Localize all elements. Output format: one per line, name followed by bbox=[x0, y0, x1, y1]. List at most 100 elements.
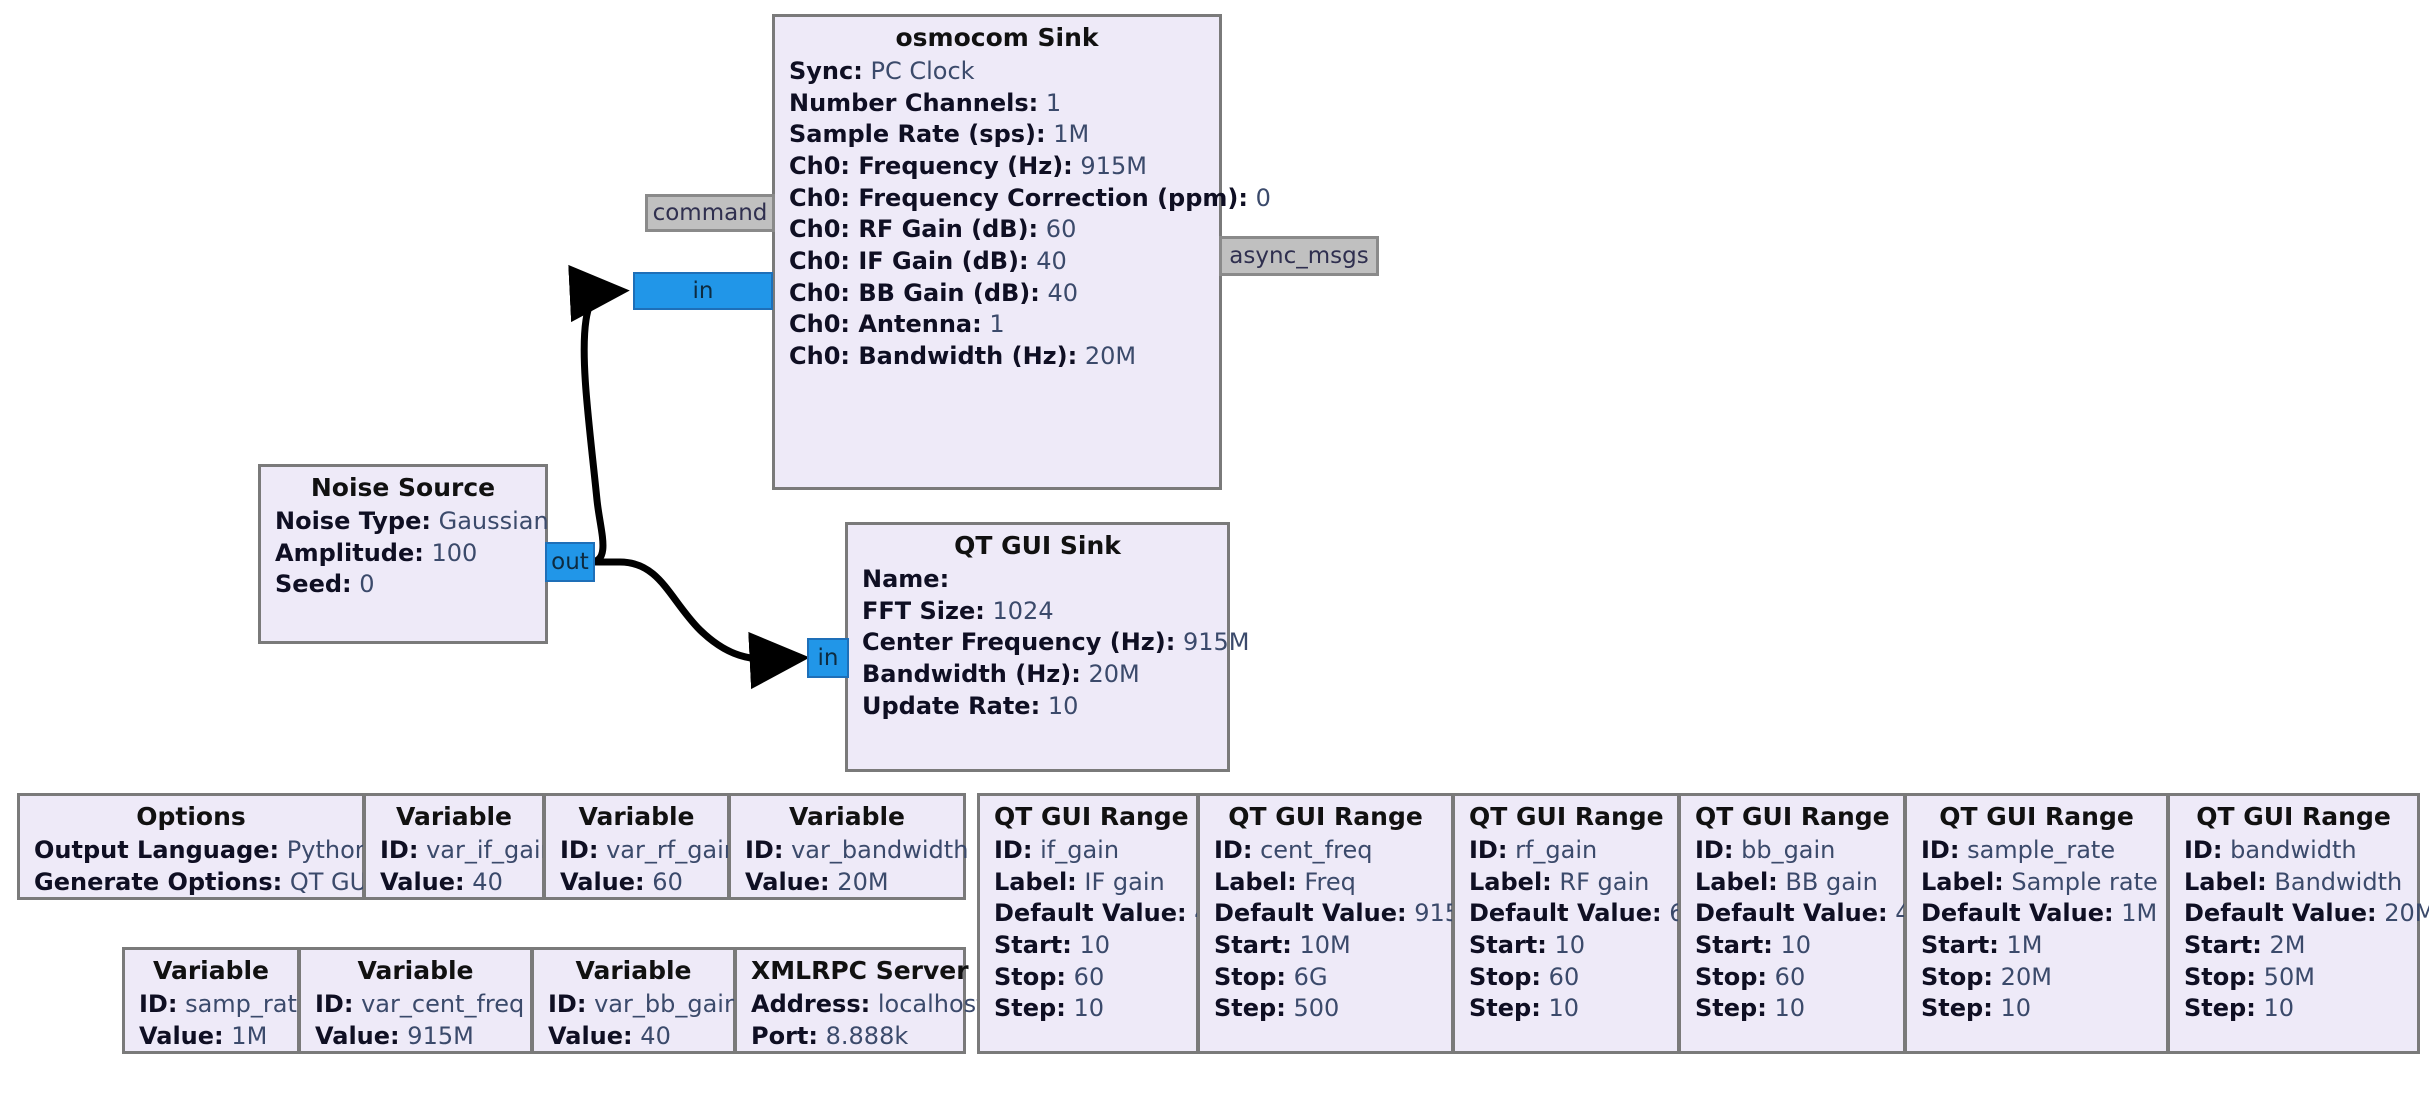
prop-sync: Sync: PC Clock bbox=[789, 56, 1205, 88]
block-qt-gui-range-rf-gain[interactable]: QT GUI Range ID: rf_gain Label: RF gain … bbox=[1452, 793, 1700, 1054]
prop-key: Ch0: IF Gain (dB): bbox=[789, 247, 1029, 276]
prop-key: Start: bbox=[1214, 931, 1292, 960]
block-variable-var-bandwidth[interactable]: Variable ID: var_bandwidth Value: 20M bbox=[728, 793, 968, 900]
prop-value: localhost bbox=[877, 990, 986, 1018]
prop-value: Value: 20M bbox=[745, 867, 949, 899]
prop-value: RF gain bbox=[1559, 867, 1650, 896]
prop-id: ID: var_rf_gain bbox=[560, 835, 739, 867]
prop-value: var_cent_freq bbox=[361, 990, 525, 1018]
prop-key: Amplitude: bbox=[275, 538, 424, 567]
prop-value: var_bandwidth bbox=[791, 836, 969, 864]
prop-key: FFT Size: bbox=[862, 596, 985, 625]
block-noise-source[interactable]: Noise Source Noise Type: Gaussian Amplit… bbox=[258, 464, 549, 644]
prop-key: Value: bbox=[560, 867, 645, 896]
prop-key: Output Language: bbox=[34, 836, 280, 864]
prop-output-language: Output Language: Python bbox=[34, 835, 370, 867]
prop-value: 10 bbox=[1079, 931, 1111, 960]
prop-step: Step: 10 bbox=[994, 993, 1182, 1025]
prop-value: 1M bbox=[2006, 931, 2043, 960]
prop-stop: Stop: 60 bbox=[994, 962, 1182, 994]
block-qt-gui-range-sample-rate[interactable]: QT GUI Range ID: sample_rate Label: Samp… bbox=[1904, 793, 2169, 1054]
port-osmocom-command[interactable]: command bbox=[645, 194, 775, 232]
port-qtguisink-in[interactable]: in bbox=[807, 638, 849, 678]
prop-value: 915M bbox=[1080, 152, 1147, 181]
prop-key: Stop: bbox=[1469, 962, 1542, 991]
block-options[interactable]: Options Output Language: Python Generate… bbox=[17, 793, 374, 900]
prop-value: sample_rate bbox=[1967, 836, 2116, 864]
prop-id: ID: var_bandwidth bbox=[745, 835, 968, 867]
prop-value: 60 bbox=[1045, 215, 1077, 244]
prop-stop: Stop: 20M bbox=[1921, 962, 2152, 994]
prop-key: Step: bbox=[1214, 994, 1286, 1023]
prop-value: 1M bbox=[231, 1021, 268, 1050]
prop-step: Step: 10 bbox=[1695, 993, 1889, 1025]
prop-key: ID: bbox=[380, 836, 419, 864]
prop-key: Step: bbox=[1469, 994, 1541, 1023]
prop-value: 40 bbox=[1047, 278, 1079, 307]
block-xmlrpc-server[interactable]: XMLRPC Server Address: localhost Port: 8… bbox=[734, 947, 986, 1054]
prop-value: rf_gain bbox=[1515, 836, 1598, 864]
prop-key: Step: bbox=[1695, 994, 1767, 1023]
block-qt-gui-range-if-gain[interactable]: QT GUI Range ID: if_gain Label: IF gain … bbox=[977, 793, 1225, 1054]
prop-label: Label: Sample rate bbox=[1921, 867, 2158, 899]
prop-id: ID: sample_rate bbox=[1921, 835, 2152, 867]
block-qt-gui-range-bandwidth[interactable]: QT GUI Range ID: bandwidth Label: Bandwi… bbox=[2167, 793, 2429, 1054]
block-variable-var-rf-gain[interactable]: Variable ID: var_rf_gain Value: 60 bbox=[543, 793, 739, 900]
port-osmocom-async-msgs[interactable]: async_msgs bbox=[1219, 236, 1379, 276]
port-noise-out[interactable]: out bbox=[545, 542, 595, 582]
prop-value: Bandwidth bbox=[2274, 867, 2403, 896]
prop-key: Start: bbox=[994, 931, 1072, 960]
prop-key: Value: bbox=[380, 867, 465, 896]
prop-step: Step: 10 bbox=[1921, 993, 2152, 1025]
block-qt-gui-range-cent-freq[interactable]: QT GUI Range ID: cent_freq Label: Freq D… bbox=[1197, 793, 1481, 1054]
prop-value: 20M bbox=[837, 867, 889, 896]
prop-key: Label: bbox=[2184, 867, 2267, 896]
prop-value: 1 bbox=[989, 310, 1005, 339]
prop-step: Step: 10 bbox=[2184, 993, 2403, 1025]
prop-value: 60 bbox=[1774, 962, 1806, 991]
prop-ch0-if-gain: Ch0: IF Gain (dB): 40 bbox=[789, 246, 1205, 278]
prop-value: 10 bbox=[1780, 931, 1812, 960]
prop-key: Ch0: BB Gain (dB): bbox=[789, 278, 1040, 307]
prop-key: Ch0: Frequency (Hz): bbox=[789, 152, 1073, 181]
prop-default-value: Default Value: 40 bbox=[994, 898, 1225, 930]
prop-value: 10 bbox=[2000, 994, 2031, 1023]
block-qt-gui-sink[interactable]: QT GUI Sink Name: FFT Size: 1024 Center … bbox=[845, 522, 1250, 772]
prop-id: ID: samp_rate bbox=[139, 989, 312, 1021]
prop-key: Update Rate: bbox=[862, 691, 1041, 720]
prop-key: Bandwidth (Hz): bbox=[862, 660, 1081, 689]
prop-value: QT GUI bbox=[289, 867, 375, 896]
port-osmocom-in[interactable]: in bbox=[633, 272, 773, 310]
prop-update-rate: Update Rate: 10 bbox=[862, 691, 1213, 723]
block-variable-var-cent-freq[interactable]: Variable ID: var_cent_freq Value: 915M bbox=[298, 947, 533, 1054]
block-variable-var-bb-gain[interactable]: Variable ID: var_bb_gain Value: 40 bbox=[531, 947, 739, 1054]
prop-value: cent_freq bbox=[1260, 836, 1373, 864]
prop-default-value: Default Value: 40 bbox=[1695, 898, 1926, 930]
block-variable-samp-rate[interactable]: Variable ID: samp_rate Value: 1M bbox=[122, 947, 312, 1054]
prop-key: Generate Options: bbox=[34, 867, 283, 896]
prop-value: 0 bbox=[1255, 183, 1271, 212]
prop-noise-type: Noise Type: Gaussian bbox=[275, 506, 549, 538]
prop-key: ID: bbox=[560, 836, 599, 864]
prop-value: 40 bbox=[472, 867, 503, 896]
block-osmocom-sink[interactable]: osmocom Sink Sync: PC Clock Number Chann… bbox=[772, 14, 1271, 490]
prop-value: Freq bbox=[1304, 867, 1356, 896]
prop-value: var_rf_gain bbox=[606, 836, 740, 864]
prop-key: Seed: bbox=[275, 570, 352, 599]
prop-key: Sample Rate (sps): bbox=[789, 120, 1046, 149]
block-variable-var-if-gain[interactable]: Variable ID: var_if_gain Value: 40 bbox=[363, 793, 556, 900]
prop-key: Start: bbox=[1695, 931, 1773, 960]
block-qt-gui-range-bb-gain[interactable]: QT GUI Range ID: bb_gain Label: BB gain … bbox=[1678, 793, 1926, 1054]
prop-ch0-frequency: Ch0: Frequency (Hz): 915M bbox=[789, 151, 1205, 183]
prop-default-value: Default Value: 20M bbox=[2184, 898, 2429, 930]
prop-label: Label: BB gain bbox=[1695, 867, 1889, 899]
prop-key: Address: bbox=[751, 990, 871, 1018]
prop-key: Step: bbox=[1921, 994, 1993, 1023]
prop-value: 20M bbox=[1084, 342, 1137, 371]
prop-start: Start: 10 bbox=[1469, 930, 1663, 962]
prop-bandwidth: Bandwidth (Hz): 20M bbox=[862, 659, 1213, 691]
block-title: QT GUI Sink bbox=[954, 531, 1121, 560]
prop-start: Start: 1M bbox=[1921, 930, 2152, 962]
prop-key: Default Value: bbox=[1214, 899, 1407, 928]
